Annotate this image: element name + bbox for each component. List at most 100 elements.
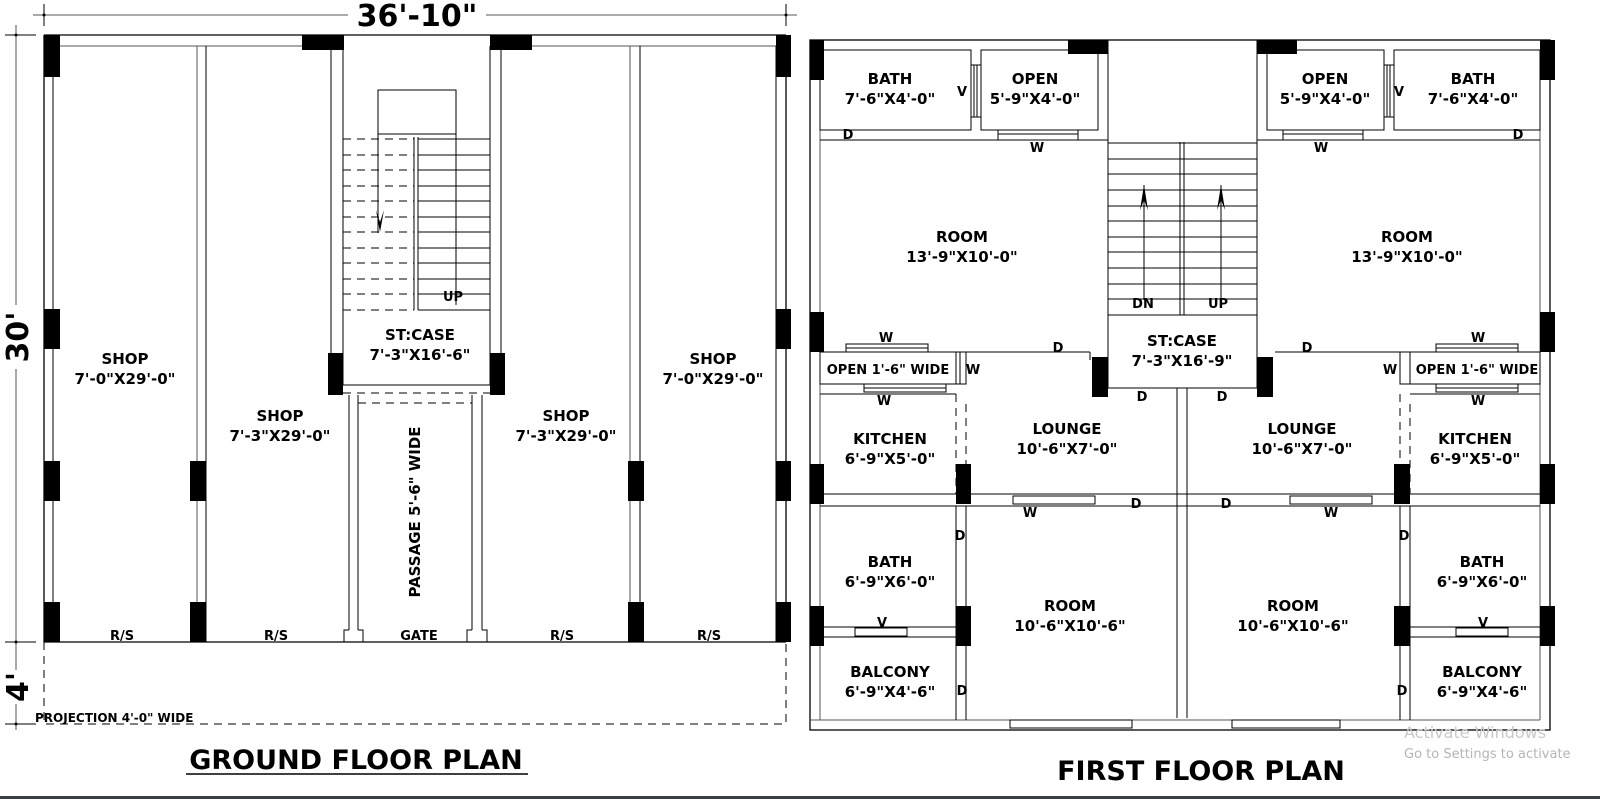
stair-up-label: UP xyxy=(443,290,463,305)
room-name: BATH xyxy=(1460,553,1505,571)
room-name: KITCHEN xyxy=(853,430,927,448)
first-floor-stair-treads xyxy=(1108,142,1257,316)
door-mark: D xyxy=(1137,390,1148,405)
projection-depth-dimension: 4' xyxy=(1,672,36,702)
activation-watermark-sub: Go to Settings to activate xyxy=(1404,747,1571,762)
open-strip-label: OPEN 1'-6" WIDE xyxy=(1416,363,1538,378)
door-mark: D xyxy=(1217,390,1228,405)
room-size: 5'-9"X4'-0" xyxy=(990,90,1081,108)
room-size: 10'-6"X7'-0" xyxy=(1016,440,1117,458)
room-name: BALCONY xyxy=(1442,663,1523,681)
ventilator-mark: V xyxy=(1478,616,1488,631)
ground-columns xyxy=(44,35,791,642)
projection-label: PROJECTION 4'-0" WIDE xyxy=(35,711,193,725)
first-floor-plan: BATH 7'-6"X4'-0" OPEN 5'-9"X4'-0" V D W … xyxy=(809,39,1555,787)
room-name: KITCHEN xyxy=(1438,430,1512,448)
activation-watermark: Activate Windows xyxy=(1404,723,1546,742)
bottom-edge-bar xyxy=(0,796,1600,799)
door-mark: D xyxy=(1397,684,1408,699)
door-mark: D xyxy=(1221,497,1232,512)
window-mark: W xyxy=(1314,141,1328,156)
ventilator-mark: V xyxy=(957,85,967,100)
first-floor-title: FIRST FLOOR PLAN xyxy=(1057,756,1345,787)
stair-down-arrow-icon xyxy=(376,210,384,232)
room-size: 6'-9"X5'-0" xyxy=(845,450,936,468)
first-floor-outline xyxy=(809,39,1551,731)
room-size: 6'-9"X5'-0" xyxy=(1430,450,1521,468)
door-mark: D xyxy=(843,128,854,143)
room-size: 7'-0"X29'-0" xyxy=(662,370,763,388)
overall-depth-dimension: 30' xyxy=(1,312,36,363)
room-size: 7'-0"X29'-0" xyxy=(74,370,175,388)
room-name: SHOP xyxy=(101,350,148,368)
room-size: 5'-9"X4'-0" xyxy=(1280,90,1371,108)
passage-label: PASSAGE 5'-6" WIDE xyxy=(406,426,424,597)
door-mark: D xyxy=(1399,529,1410,544)
rolling-shutter-label: R/S xyxy=(697,629,721,644)
room-name: SHOP xyxy=(256,407,303,425)
room-size: 7'-3"X29'-0" xyxy=(515,427,616,445)
window-mark: W xyxy=(1324,506,1338,521)
room-name: BATH xyxy=(868,70,913,88)
window-mark: W xyxy=(1383,363,1397,378)
room-name: LOUNGE xyxy=(1267,420,1336,438)
room-name: OPEN xyxy=(1302,70,1349,88)
door-mark: D xyxy=(1053,341,1064,356)
ventilator-mark: V xyxy=(877,616,887,631)
stair-up-label: UP xyxy=(1208,297,1228,312)
room-name: OPEN xyxy=(1012,70,1059,88)
room-name: ROOM xyxy=(936,228,988,246)
first-floor-columns xyxy=(810,40,1555,646)
room-size: 13'-9"X10'-0" xyxy=(906,248,1017,266)
window-mark: W xyxy=(877,394,891,409)
room-name: ROOM xyxy=(1267,597,1319,615)
room-size: 10'-6"X10'-6" xyxy=(1014,617,1125,635)
room-name: BALCONY xyxy=(850,663,931,681)
room-size: 6'-9"X6'-0" xyxy=(1437,573,1528,591)
room-name: ST:CASE xyxy=(385,326,455,344)
room-name: ROOM xyxy=(1044,597,1096,615)
window-mark: W xyxy=(1471,394,1485,409)
open-strip-label: OPEN 1'-6" WIDE xyxy=(827,363,949,378)
ground-floor-title: GROUND FLOOR PLAN xyxy=(189,745,523,776)
window-mark: W xyxy=(879,331,893,346)
rolling-shutter-label: R/S xyxy=(550,629,574,644)
room-name: BATH xyxy=(1451,70,1496,88)
projection-outline xyxy=(43,642,787,725)
door-mark: D xyxy=(1302,341,1313,356)
gate-label: GATE xyxy=(400,629,437,644)
window-mark: W xyxy=(1471,331,1485,346)
rolling-shutter-label: R/S xyxy=(110,629,134,644)
room-size: 6'-9"X4'-6" xyxy=(1437,683,1528,701)
overall-width-dimension: 36'-10" xyxy=(357,0,478,34)
stair-down-arrow-icon xyxy=(1140,185,1148,210)
room-name: BATH xyxy=(868,553,913,571)
stair-treads xyxy=(343,138,490,311)
room-size: 7'-3"X16'-9" xyxy=(1131,352,1232,370)
window-mark: W xyxy=(1030,141,1044,156)
room-size: 10'-6"X7'-0" xyxy=(1251,440,1352,458)
door-mark: D xyxy=(1131,497,1142,512)
room-name: SHOP xyxy=(542,407,589,425)
stair-up-arrow-icon xyxy=(1217,185,1225,210)
room-size: 7'-6"X4'-0" xyxy=(1428,90,1519,108)
door-mark: D xyxy=(1513,128,1524,143)
room-name: SHOP xyxy=(689,350,736,368)
room-size: 7'-3"X16'-6" xyxy=(369,346,470,364)
room-name: ST:CASE xyxy=(1147,332,1217,350)
window-mark: W xyxy=(966,363,980,378)
room-size: 6'-9"X4'-6" xyxy=(845,683,936,701)
room-size: 6'-9"X6'-0" xyxy=(845,573,936,591)
room-name: LOUNGE xyxy=(1032,420,1101,438)
room-name: ROOM xyxy=(1381,228,1433,246)
stair-down-label: DN xyxy=(1132,297,1154,312)
ground-floor-plan: 36'-10" 30' 4' xyxy=(1,0,797,776)
room-size: 7'-6"X4'-0" xyxy=(845,90,936,108)
rolling-shutter-label: R/S xyxy=(264,629,288,644)
room-size: 10'-6"X10'-6" xyxy=(1237,617,1348,635)
door-mark: D xyxy=(955,529,966,544)
room-size: 13'-9"X10'-0" xyxy=(1351,248,1462,266)
ventilator-mark: V xyxy=(1394,85,1404,100)
door-mark: D xyxy=(957,684,968,699)
